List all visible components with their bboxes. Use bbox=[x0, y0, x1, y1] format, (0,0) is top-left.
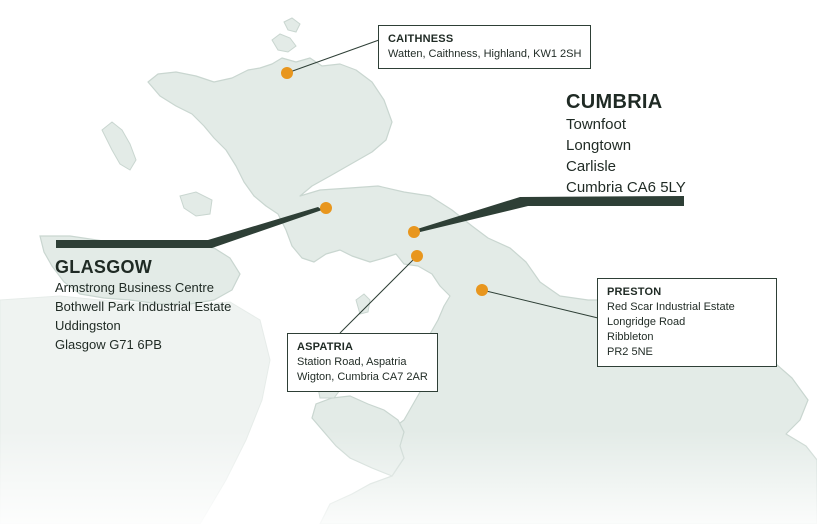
marker-cumbria[interactable] bbox=[408, 226, 420, 238]
marker-glasgow[interactable] bbox=[320, 202, 332, 214]
caithness-address-line: Watten, Caithness, Highland, KW1 2SH bbox=[388, 48, 582, 60]
leader-preston bbox=[481, 289, 599, 319]
cumbria-address-line-2: Longtown bbox=[566, 137, 632, 154]
leader-aspatria bbox=[339, 255, 418, 334]
leader-glasgow bbox=[56, 207, 322, 248]
marker-caithness[interactable] bbox=[281, 67, 293, 79]
glasgow-address-line-1: Armstrong Business Centre bbox=[55, 280, 214, 295]
glasgow-title: GLASGOW bbox=[55, 257, 153, 277]
location-markers bbox=[281, 67, 488, 296]
aspatria-info-box: ASPATRIA Station Road, Aspatria Wigton, … bbox=[287, 333, 438, 392]
glasgow-address-line-4: Glasgow G71 6PB bbox=[55, 337, 162, 352]
aspatria-address-line-2: Wigton, Cumbria CA7 2AR bbox=[297, 371, 428, 383]
preston-address-line-3: Ribbleton bbox=[607, 331, 654, 343]
orkney-islands-2 bbox=[283, 17, 301, 33]
preston-title: PRESTON bbox=[607, 286, 662, 298]
cumbria-info-label: CUMBRIA Townfoot Longtown Carlisle Cumbr… bbox=[566, 90, 686, 198]
cumbria-title: CUMBRIA bbox=[566, 91, 663, 113]
leader-cumbria bbox=[414, 196, 684, 233]
aspatria-address-line-1: Station Road, Aspatria bbox=[297, 356, 407, 368]
marker-preston[interactable] bbox=[476, 284, 488, 296]
aspatria-title: ASPATRIA bbox=[297, 341, 354, 353]
leader-caithness bbox=[286, 39, 380, 74]
orkney-islands bbox=[271, 33, 297, 53]
glasgow-address-line-2: Bothwell Park Industrial Estate bbox=[55, 299, 232, 314]
leader-lines bbox=[56, 39, 684, 334]
preston-info-box: PRESTON Red Scar Industrial Estate Longr… bbox=[597, 278, 777, 367]
caithness-title: CAITHNESS bbox=[388, 33, 454, 45]
preston-address-line-2: Longridge Road bbox=[607, 316, 686, 328]
cumbria-address-line-3: Carlisle bbox=[566, 158, 617, 175]
marker-aspatria[interactable] bbox=[411, 250, 423, 262]
preston-address-line-4: PR2 5NE bbox=[607, 346, 653, 358]
inner-hebrides bbox=[179, 191, 213, 217]
cumbria-address-line-4: Cumbria CA6 5LY bbox=[566, 179, 686, 196]
outer-hebrides bbox=[101, 121, 137, 171]
glasgow-info-label: GLASGOW Armstrong Business Centre Bothwe… bbox=[55, 256, 231, 354]
cumbria-address-line-1: Townfoot bbox=[566, 116, 627, 133]
preston-address-line-1: Red Scar Industrial Estate bbox=[607, 301, 735, 313]
isle-of-man bbox=[355, 293, 371, 315]
glasgow-address-line-3: Uddingston bbox=[55, 318, 121, 333]
caithness-info-box: CAITHNESS Watten, Caithness, Highland, K… bbox=[378, 25, 592, 69]
